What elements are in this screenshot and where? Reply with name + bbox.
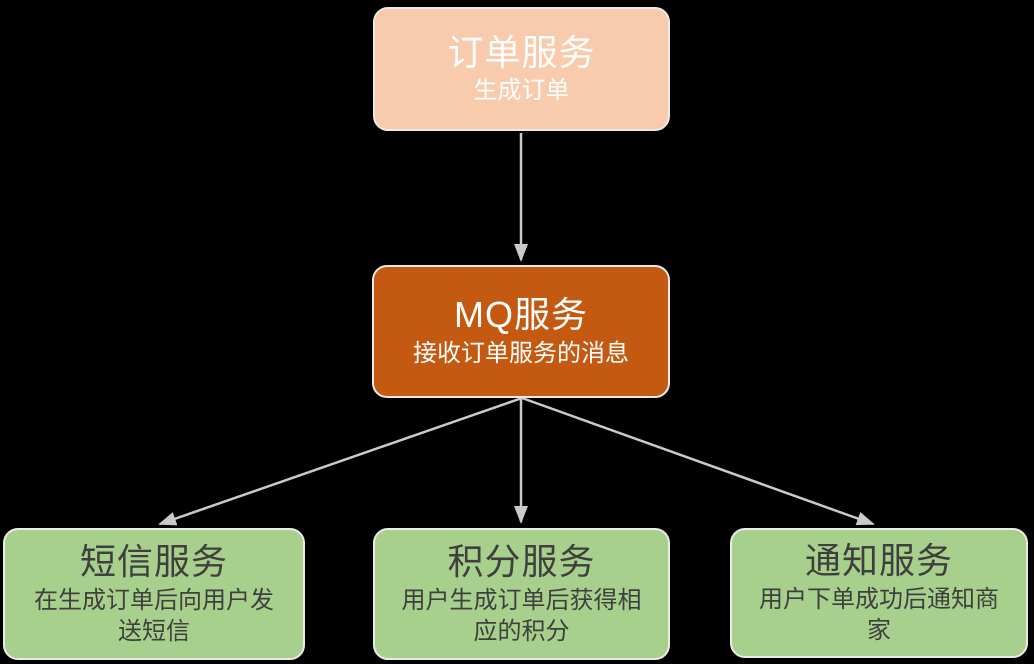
node-points-service: 积分服务 用户生成订单后获得相应的积分 <box>373 528 670 660</box>
order-service-subtitle: 生成订单 <box>473 77 570 105</box>
points-service-subtitle: 用户生成订单后获得相应的积分 <box>401 586 642 645</box>
node-mq-service: MQ服务 接收订单服务的消息 <box>372 265 670 398</box>
node-sms-service: 短信服务 在生成订单后向用户发送短信 <box>3 528 305 660</box>
mq-service-title: MQ服务 <box>454 294 588 336</box>
edge-mq-to-notify <box>521 396 875 526</box>
node-notification-service: 通知服务 用户下单成功后通知商家 <box>730 528 1028 658</box>
sms-service-subtitle: 在生成订单后向用户发送短信 <box>34 586 274 645</box>
notification-service-title: 通知服务 <box>804 540 953 582</box>
node-order-service: 订单服务 生成订单 <box>373 7 670 131</box>
mq-service-subtitle: 接收订单服务的消息 <box>413 339 629 367</box>
notification-service-subtitle: 用户下单成功后通知商家 <box>759 585 999 644</box>
points-service-title: 积分服务 <box>447 541 596 583</box>
order-service-title: 订单服务 <box>447 31 596 73</box>
edge-mq-to-sms <box>158 396 523 526</box>
sms-service-title: 短信服务 <box>79 541 228 583</box>
